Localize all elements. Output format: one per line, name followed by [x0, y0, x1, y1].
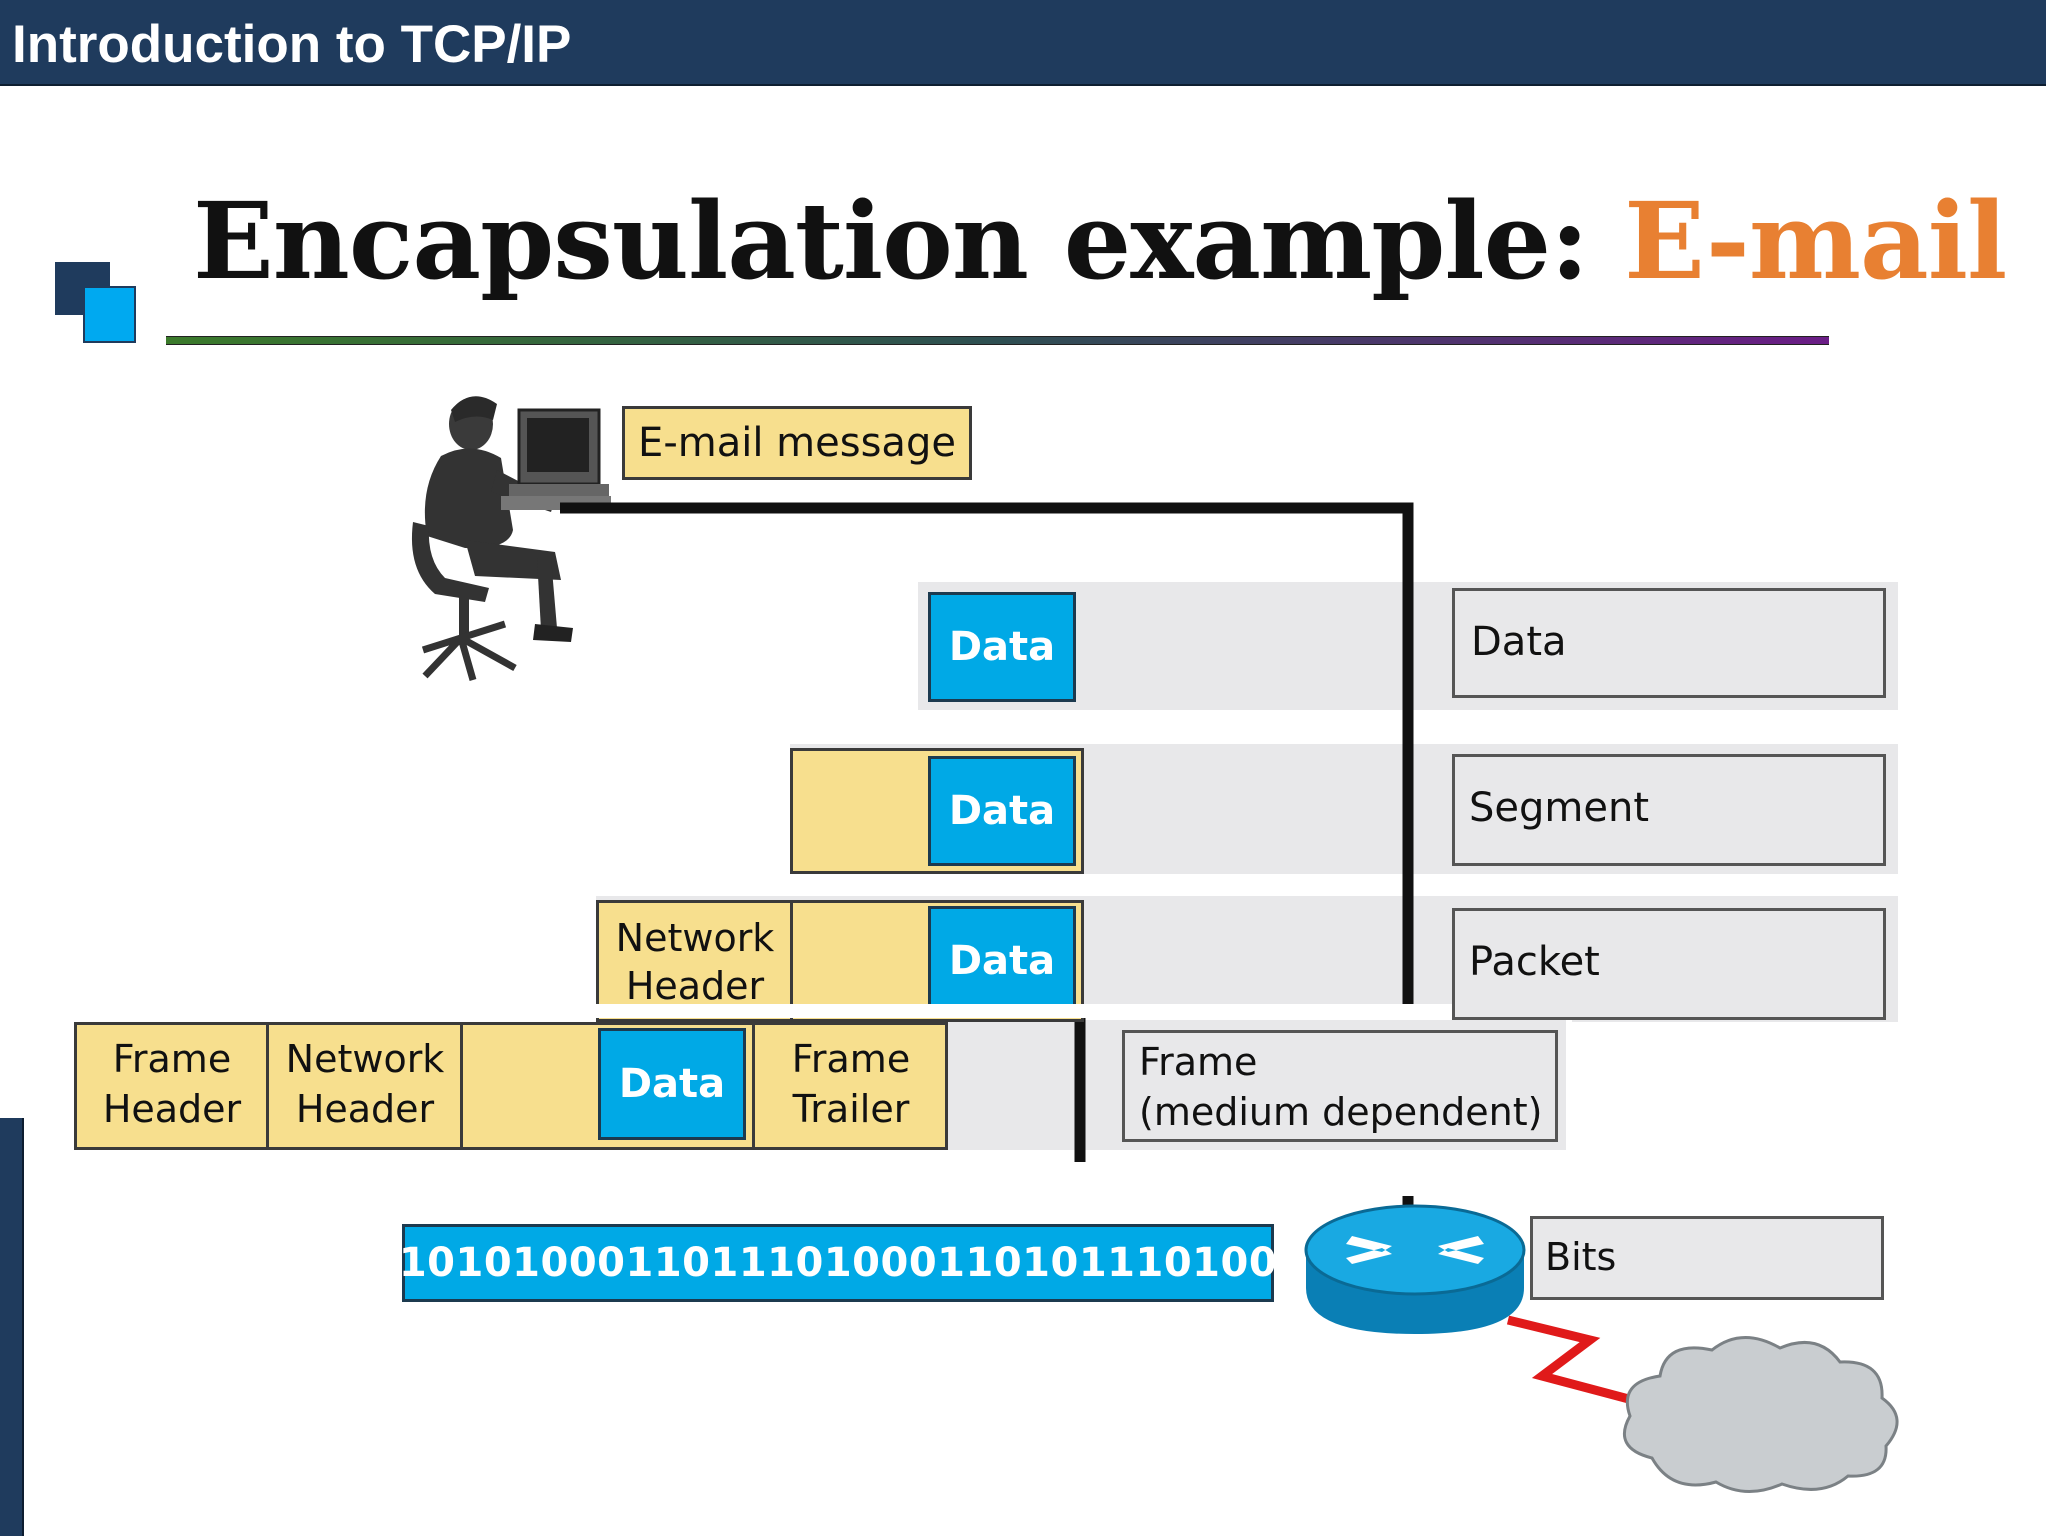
email-message-label: E-mail message [622, 406, 972, 480]
bits-stream: 01101010001101110100011010111010010 [342, 1224, 1333, 1302]
frame-divider-2 [460, 1022, 463, 1150]
frame-trailer-line1: Frame [791, 1037, 911, 1081]
level-label-segment: Segment [1452, 754, 1886, 866]
level-label-bits: Bits [1530, 1216, 1884, 1300]
frame-trailer-label: Frame Trailer [756, 1034, 946, 1134]
level-frame-line1: Frame [1139, 1040, 1258, 1084]
level-frame-line2: (medium dependent) [1139, 1090, 1543, 1134]
frame-block [74, 1022, 948, 1150]
level-label-data: Data [1452, 588, 1886, 698]
data-block-row2: Data [928, 756, 1076, 866]
title-bullet-accent [83, 286, 136, 343]
header-title: Introduction to TCP/IP [12, 15, 572, 74]
frame-trailer-line2: Trailer [792, 1087, 910, 1131]
network-header-line1: Network [615, 916, 775, 960]
data-block-row3: Data [928, 906, 1076, 1016]
cloud-icon [1622, 1336, 1899, 1494]
data-block-row1: Data [928, 592, 1076, 702]
header-bar: Introduction to TCP/IP [0, 0, 2046, 86]
serial-link-icon [1506, 1315, 1642, 1407]
frame-network-header-line1: Network [285, 1037, 445, 1081]
network-header-label-frame: Network Header [270, 1034, 460, 1134]
computer-user-icon [411, 396, 611, 681]
title-underline [166, 336, 1829, 345]
slide-title: Encapsulation example: E-mail [193, 178, 2007, 303]
slide-title-main: Encapsulation example: [193, 178, 1625, 303]
network-header-line2: Header [625, 964, 765, 1008]
data-block-row4: Data [598, 1028, 746, 1140]
level-label-frame: Frame (medium dependent) [1122, 1030, 1558, 1142]
frame-header-line2: Header [102, 1087, 242, 1131]
frame-divider-1 [266, 1022, 269, 1150]
network-header-label-packet: Network Header [600, 914, 790, 1010]
network-header-divider [790, 900, 793, 1022]
slide-title-accent: E-mail [1624, 178, 2007, 303]
level-label-packet: Packet [1452, 908, 1886, 1020]
frame-network-header-line2: Header [295, 1087, 435, 1131]
frame-header-line1: Frame [112, 1037, 232, 1081]
frame-header-label: Frame Header [78, 1034, 266, 1134]
frame-divider-3 [752, 1022, 755, 1150]
router-icon [1304, 1204, 1526, 1334]
frame-row-cover [72, 1004, 1582, 1018]
side-accent-bar [0, 1118, 24, 1536]
